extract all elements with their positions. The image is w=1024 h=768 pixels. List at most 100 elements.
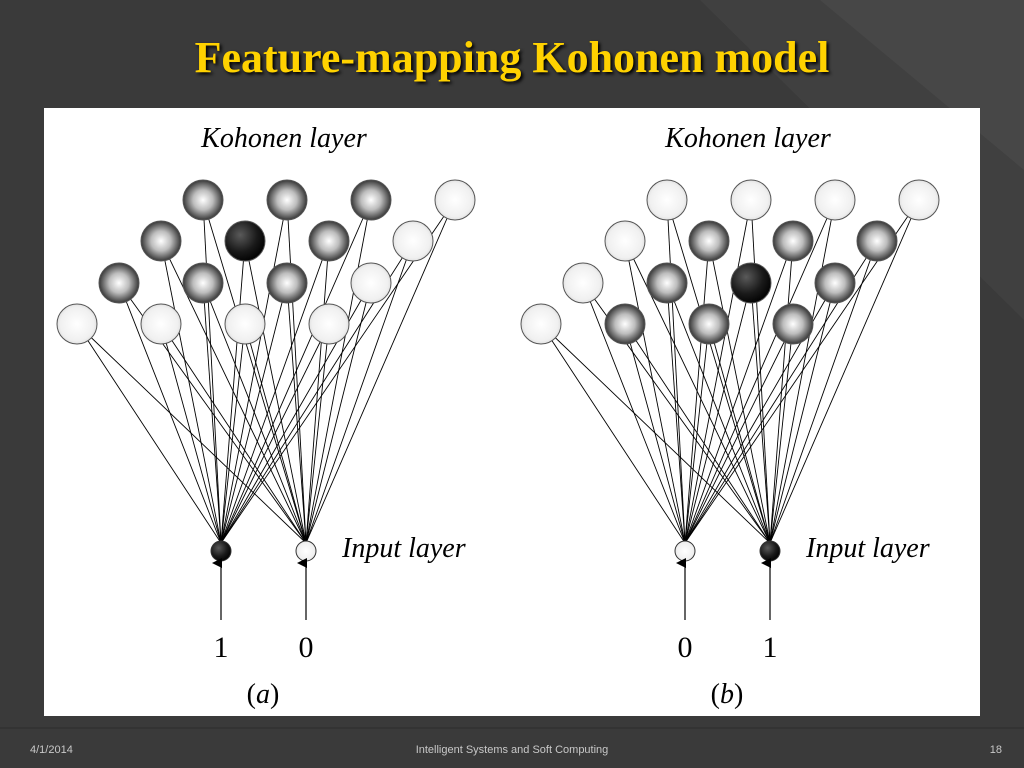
connection-line [684, 199, 752, 544]
connection-line [684, 323, 710, 544]
footer-date: 4/1/2014 [30, 744, 73, 756]
connection-line [220, 323, 246, 544]
connection-line [160, 240, 222, 544]
connection-line [305, 323, 330, 544]
connection-line [202, 282, 307, 544]
connection-line [666, 199, 771, 544]
kohonen-figure: Kohonen layer Input layer 1 0 (a) Kohone… [44, 108, 980, 716]
kohonen-neuron-dark [224, 220, 266, 262]
kohonen-neuron-light [814, 179, 856, 221]
connection-line [305, 199, 456, 544]
kohonen-neuron-light [562, 262, 604, 304]
input-value-2: 0 [299, 631, 314, 664]
kohonen-neuron-light [646, 179, 688, 221]
input-layer-label: Input layer [805, 533, 930, 564]
connection-line [666, 199, 686, 544]
input-neurons [210, 540, 317, 620]
kohonen-neuron-light [898, 179, 940, 221]
panel-caption: (b) [711, 679, 744, 710]
connection-line [624, 323, 686, 544]
connection-line [220, 199, 288, 544]
connection-line [769, 282, 836, 544]
kohonen-neuron-medium [182, 262, 224, 304]
connection-line [305, 240, 414, 544]
kohonen-neuron-light [140, 303, 182, 345]
connection-line [244, 240, 307, 544]
input-neuron-1 [674, 540, 696, 562]
connection-line [540, 323, 771, 544]
slide-title: Feature-mapping Kohonen model [194, 33, 830, 82]
kohonen-neurons [56, 179, 476, 345]
input-neuron-2 [295, 540, 317, 562]
panel-b: Kohonen layer Input layer 0 1 (b) [520, 123, 940, 710]
kohonen-neuron-medium [688, 220, 730, 262]
kohonen-neuron-light [434, 179, 476, 221]
kohonen-neuron-medium [604, 303, 646, 345]
kohonen-neuron-medium [266, 262, 308, 304]
connection-line [220, 240, 246, 544]
connection-line [76, 323, 222, 544]
input-value-2: 1 [763, 631, 778, 664]
kohonen-neuron-medium [140, 220, 182, 262]
connection-line [769, 199, 920, 544]
connection-line [202, 199, 307, 544]
kohonen-neuron-medium [308, 220, 350, 262]
input-value-1: 0 [678, 631, 693, 664]
panel-caption: (a) [247, 679, 280, 710]
kohonen-neuron-medium [772, 220, 814, 262]
kohonen-neuron-medium [646, 262, 688, 304]
kohonen-neuron-medium [182, 179, 224, 221]
kohonen-neuron-light [730, 179, 772, 221]
kohonen-neuron-medium [266, 179, 308, 221]
connection-line [202, 282, 222, 544]
kohonen-neuron-medium [688, 303, 730, 345]
kohonen-neuron-light [520, 303, 562, 345]
kohonen-neuron-medium [98, 262, 140, 304]
input-neuron-2 [759, 540, 781, 562]
connection-line [666, 282, 686, 544]
kohonen-neurons [520, 179, 940, 345]
kohonen-neuron-dark [730, 262, 772, 304]
kohonen-neuron-light [224, 303, 266, 345]
connection-line [684, 240, 794, 544]
kohonen-neuron-light [392, 220, 434, 262]
panel-a: Kohonen layer Input layer 1 0 (a) [56, 123, 476, 710]
connection-line [769, 323, 794, 544]
kohonen-neuron-light [350, 262, 392, 304]
connection-line [220, 323, 330, 544]
connection-line [624, 240, 686, 544]
input-value-1: 1 [214, 631, 229, 664]
input-neuron-1 [210, 540, 232, 562]
connection-line [750, 199, 771, 544]
kohonen-neuron-light [604, 220, 646, 262]
connection-line [708, 240, 771, 544]
input-layer-label: Input layer [341, 533, 466, 564]
connection-line [684, 240, 710, 544]
connection-line [684, 282, 752, 544]
kohonen-neuron-medium [856, 220, 898, 262]
connection-line [624, 323, 771, 544]
connection-line [160, 323, 222, 544]
input-neurons [674, 540, 781, 620]
kohonen-neuron-medium [350, 179, 392, 221]
kohonen-neuron-light [308, 303, 350, 345]
connection-line [769, 240, 878, 544]
connection-line [684, 323, 794, 544]
kohonen-layer-label: Kohonen layer [664, 123, 831, 154]
footer-title: Intelligent Systems and Soft Computing [415, 744, 609, 756]
kohonen-neuron-medium [772, 303, 814, 345]
connection-lines [76, 199, 456, 544]
kohonen-neuron-medium [814, 262, 856, 304]
connection-line [160, 323, 307, 544]
connection-line [305, 282, 372, 544]
kohonen-neuron-light [56, 303, 98, 345]
connection-line [540, 323, 686, 544]
kohonen-layer-label: Kohonen layer [200, 123, 367, 154]
connection-line [666, 282, 771, 544]
connection-line [220, 240, 330, 544]
connection-line [220, 282, 288, 544]
connection-line [286, 199, 307, 544]
connection-line [202, 199, 222, 544]
connection-line [76, 323, 307, 544]
page-number: 18 [989, 744, 1002, 756]
